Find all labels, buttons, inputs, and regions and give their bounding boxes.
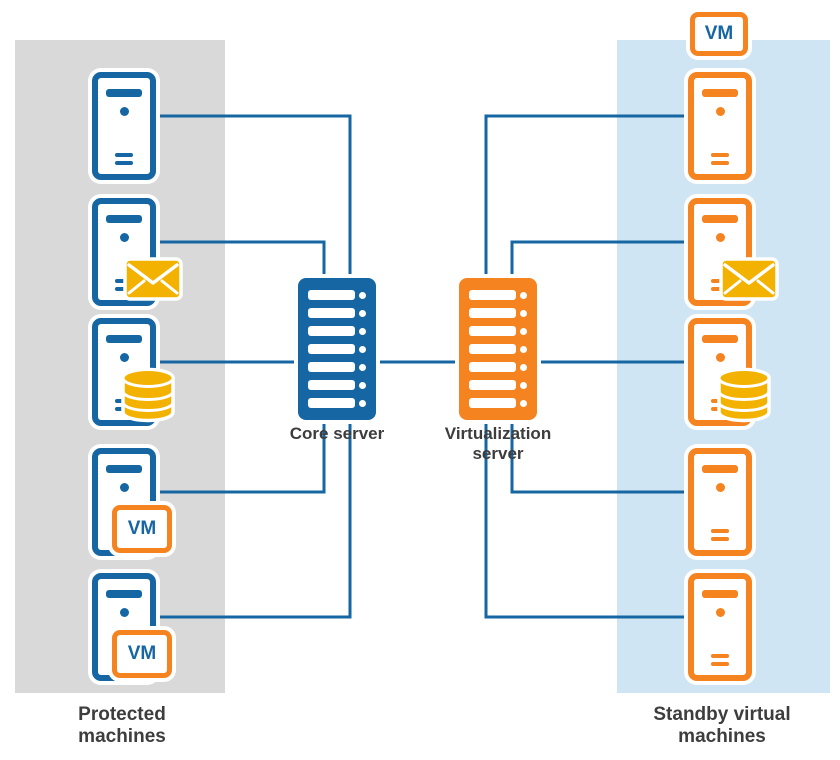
tower-slot — [702, 215, 738, 223]
tower-vents — [694, 529, 746, 541]
standby-machine-4 — [688, 448, 752, 556]
tower-vents — [694, 153, 746, 165]
tower-slot — [106, 215, 142, 223]
rack-bay — [308, 290, 366, 300]
power-button-icon — [119, 483, 129, 492]
tower-slot — [106, 335, 142, 343]
tower-slot — [106, 590, 142, 598]
tower-slot — [702, 335, 738, 343]
vm-badge-label: VM — [704, 23, 734, 44]
rack-bay — [308, 344, 366, 354]
core-server-label: Core server — [289, 424, 385, 443]
vm-badge-label: VM — [127, 643, 157, 664]
core-server-rack — [298, 278, 376, 420]
tower-vents — [98, 153, 150, 165]
rack-bay — [469, 380, 527, 390]
power-button-icon — [715, 107, 725, 116]
vm-badge: VM — [690, 12, 748, 56]
standby-machine-5 — [688, 573, 752, 681]
mail-icon — [718, 256, 780, 302]
virtualization-server-rack — [459, 278, 537, 420]
rack-bay — [469, 290, 527, 300]
power-button-icon — [119, 107, 129, 116]
rack-bay — [469, 326, 527, 336]
rack-bay — [308, 326, 366, 336]
power-button-icon — [119, 353, 129, 362]
rack-bay — [469, 344, 527, 354]
tower-slot — [702, 89, 738, 97]
rack-bay — [308, 308, 366, 318]
power-button-icon — [715, 608, 725, 617]
tower-slot — [702, 465, 738, 473]
power-button-icon — [715, 353, 725, 362]
protected-machine-1 — [92, 72, 156, 180]
rack-bay — [308, 380, 366, 390]
power-button-icon — [119, 608, 129, 617]
rack-bay — [308, 398, 366, 408]
mail-icon — [122, 256, 184, 302]
virtualization-server-label: Virtualization server — [444, 424, 552, 464]
rack-bay — [469, 308, 527, 318]
power-button-icon — [715, 483, 725, 492]
protected-machines-label: Protected machines — [78, 704, 166, 748]
database-icon — [118, 366, 178, 424]
database-icon — [714, 366, 774, 424]
vm-badge: VM — [112, 505, 172, 553]
rack-bay — [469, 398, 527, 408]
tower-slot — [702, 590, 738, 598]
power-button-icon — [715, 233, 725, 242]
rack-bay — [469, 362, 527, 372]
vm-badge: VM — [112, 630, 172, 678]
standby-virtual-machines-label: Standby virtual machines — [653, 704, 791, 748]
power-button-icon — [119, 233, 129, 242]
tower-vents — [694, 654, 746, 666]
rack-bay — [308, 362, 366, 372]
standby-machine-1 — [688, 72, 752, 180]
tower-slot — [106, 465, 142, 473]
vm-badge-label: VM — [127, 518, 157, 539]
tower-slot — [106, 89, 142, 97]
